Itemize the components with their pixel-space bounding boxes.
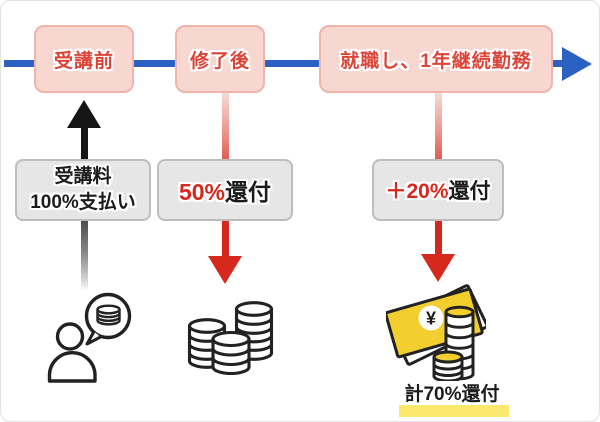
refund50-suffix: 還付 bbox=[225, 179, 272, 205]
coin-stack-short bbox=[432, 350, 464, 381]
refund20-amount: ＋20% bbox=[385, 180, 449, 203]
person-icon bbox=[47, 322, 97, 383]
refund20-box: ＋20% 還付 bbox=[372, 159, 504, 221]
person-with-coins-icon bbox=[47, 292, 132, 383]
total-refund-highlight bbox=[399, 405, 509, 417]
speech-bubble-tail bbox=[85, 330, 102, 346]
step-box-employment: 就職し、1年継続勤務 bbox=[319, 25, 553, 93]
refund50-text: 50% 還付 bbox=[179, 173, 271, 207]
yen-icon: ¥ bbox=[426, 309, 436, 329]
up-arrow-icon bbox=[67, 100, 101, 128]
refund50-amount: 50% bbox=[178, 179, 226, 205]
payment-line1: 受講料 bbox=[54, 166, 112, 188]
step-label: 受講前 bbox=[53, 50, 114, 72]
step-label: 就職し、1年継続勤務 bbox=[340, 50, 532, 72]
step-box-after-completion: 修了後 bbox=[175, 25, 265, 93]
down-arrow-icon bbox=[208, 256, 242, 284]
coin-stack-back-right bbox=[234, 301, 274, 361]
down-arrow-icon bbox=[420, 254, 455, 282]
refund50-box: 50% 還付 bbox=[157, 159, 293, 221]
payment-amount-box: 受講料 100%支払い bbox=[15, 159, 151, 221]
yen-circle bbox=[418, 305, 444, 331]
step-box-before-course: 受講前 bbox=[34, 25, 134, 93]
coins-in-bubble-icon bbox=[96, 304, 121, 326]
payment-line2: 100%支払い bbox=[30, 192, 136, 213]
timeline-axis bbox=[4, 60, 564, 67]
timeline-right-arrow-icon bbox=[562, 47, 592, 81]
step-label: 修了後 bbox=[189, 50, 250, 72]
total-refund-label: 計70%還付 bbox=[404, 384, 500, 405]
money-refund-icon: ¥ bbox=[386, 284, 486, 381]
coin-stack-front bbox=[211, 330, 251, 375]
refund20-text: ＋20% 還付 bbox=[385, 175, 490, 205]
refund20-suffix: 還付 bbox=[448, 180, 491, 203]
coin-stacks-icon bbox=[187, 301, 274, 375]
